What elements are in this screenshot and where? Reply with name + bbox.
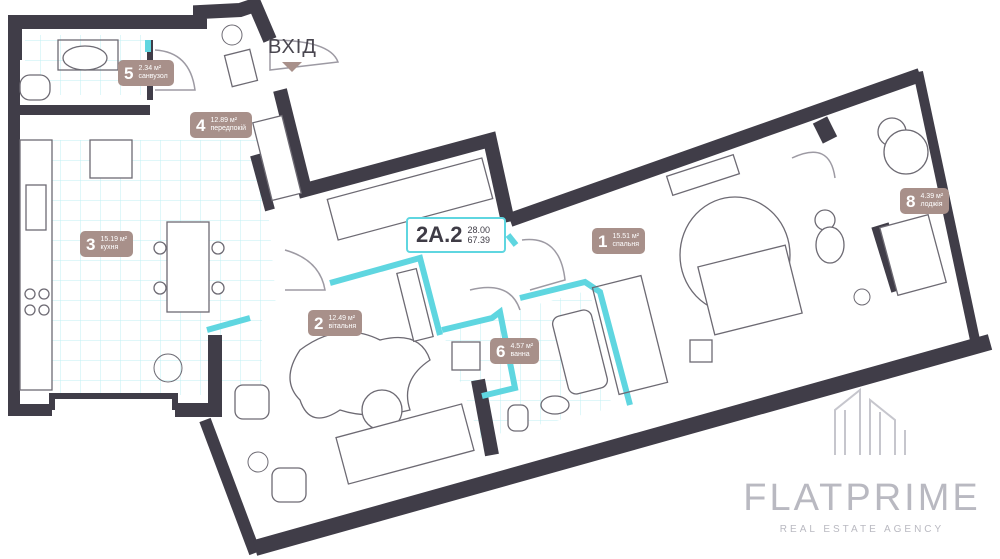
room-name: передпокій <box>210 125 247 132</box>
room-number: 4 <box>196 115 206 135</box>
room-name: кухня <box>100 244 119 251</box>
sofa-icon <box>335 403 475 485</box>
room-area: 15.51 м² <box>612 233 640 240</box>
plant-icon <box>221 24 243 46</box>
apartment-badge: 2A.2 28.00 67.39 <box>406 217 506 253</box>
loggia-storage <box>878 213 948 297</box>
desk <box>665 153 741 197</box>
wardrobe <box>251 114 303 202</box>
stove-burner-icon <box>24 288 36 300</box>
bath-wall <box>471 378 499 457</box>
room-number: 8 <box>906 191 916 211</box>
room-area: 12.49 м² <box>328 315 356 322</box>
walls <box>8 0 993 556</box>
facade-wall <box>252 334 993 556</box>
room-area: 12.89 м² <box>210 117 238 124</box>
kitchen-counter <box>19 139 53 391</box>
entrance-wall <box>273 88 515 224</box>
shoe-cabinet <box>223 48 259 88</box>
entrance-arrow-icon <box>282 62 302 72</box>
room-number: 2 <box>314 313 324 333</box>
room-area: 4.39 м² <box>920 193 944 200</box>
rug <box>289 331 431 419</box>
stove-burner-icon <box>38 304 50 316</box>
room-area: 4.57 м² <box>510 343 534 350</box>
closet-wall <box>250 153 275 212</box>
bed-icon <box>697 244 803 336</box>
room-number: 3 <box>86 234 96 254</box>
toilet-icon <box>19 74 51 101</box>
kitchen-sink-icon <box>25 184 47 231</box>
brand-tagline: REAL ESTATE AGENCY <box>779 524 945 535</box>
brand-logo-icon <box>834 387 906 455</box>
plant-icon <box>247 451 269 473</box>
room-area: 2.34 м² <box>138 65 162 72</box>
living-bottom-wall <box>199 417 261 556</box>
apartment-living-area: 28.00 <box>467 225 491 235</box>
kitchen-door <box>284 249 326 291</box>
accent-walls <box>145 40 633 406</box>
chair-icon <box>211 241 225 255</box>
loggia-door <box>791 151 836 179</box>
stove-burner-icon <box>38 288 50 300</box>
armchair-icon <box>271 467 307 503</box>
plant-icon <box>853 288 871 306</box>
plants <box>153 24 871 473</box>
chair-icon <box>153 281 167 295</box>
chair-icon <box>211 281 225 295</box>
bath-door <box>469 286 521 311</box>
brand-watermark: FLATPRIME REAL ESTATE AGENCY <box>742 478 982 535</box>
bedroom-door <box>521 238 566 291</box>
room-number: 5 <box>124 63 134 83</box>
nightstand <box>689 339 713 363</box>
apartment-areas: 28.00 67.39 <box>467 225 490 245</box>
plant-icon <box>153 353 183 383</box>
dresser <box>591 274 669 396</box>
sink-icon <box>62 45 108 71</box>
brand-name: FLATPRIME <box>743 477 981 519</box>
living-wall-corner <box>175 335 222 417</box>
outer-wall-left-vertical <box>8 60 52 416</box>
chair-icon <box>153 241 167 255</box>
washbasin-icon <box>540 395 570 415</box>
stove-burner-icon <box>24 304 36 316</box>
room-name: вітальня <box>328 323 357 330</box>
apartment-total-area: 67.39 <box>467 235 491 245</box>
fridge-icon <box>89 139 133 179</box>
washing-machine-icon <box>451 341 481 371</box>
outer-wall-left <box>8 0 277 60</box>
bathroom-door <box>154 49 196 91</box>
furniture <box>19 39 948 503</box>
room-number: 1 <box>598 231 608 251</box>
sink-counter <box>57 39 119 71</box>
bedroom-table <box>815 226 845 264</box>
entrance-label: ВХІД <box>268 36 317 58</box>
tv-stand <box>396 267 434 343</box>
armchair-icon <box>234 384 270 420</box>
room-name: спальня <box>612 241 640 248</box>
top-wall-right <box>507 68 923 227</box>
loggia-table <box>883 129 929 175</box>
dining-table <box>166 221 210 313</box>
kitchen-window-wall <box>49 393 178 410</box>
toilet-icon <box>507 404 529 432</box>
room-number: 6 <box>496 341 506 361</box>
room-name: ванна <box>510 351 530 358</box>
apartment-code: 2A.2 <box>416 222 463 247</box>
room-name: санвузол <box>138 73 168 80</box>
loggia-pillar <box>812 116 838 144</box>
bathtub-icon <box>551 309 609 395</box>
room-name: лоджія <box>920 201 943 208</box>
room-area: 15.19 м² <box>100 236 128 243</box>
